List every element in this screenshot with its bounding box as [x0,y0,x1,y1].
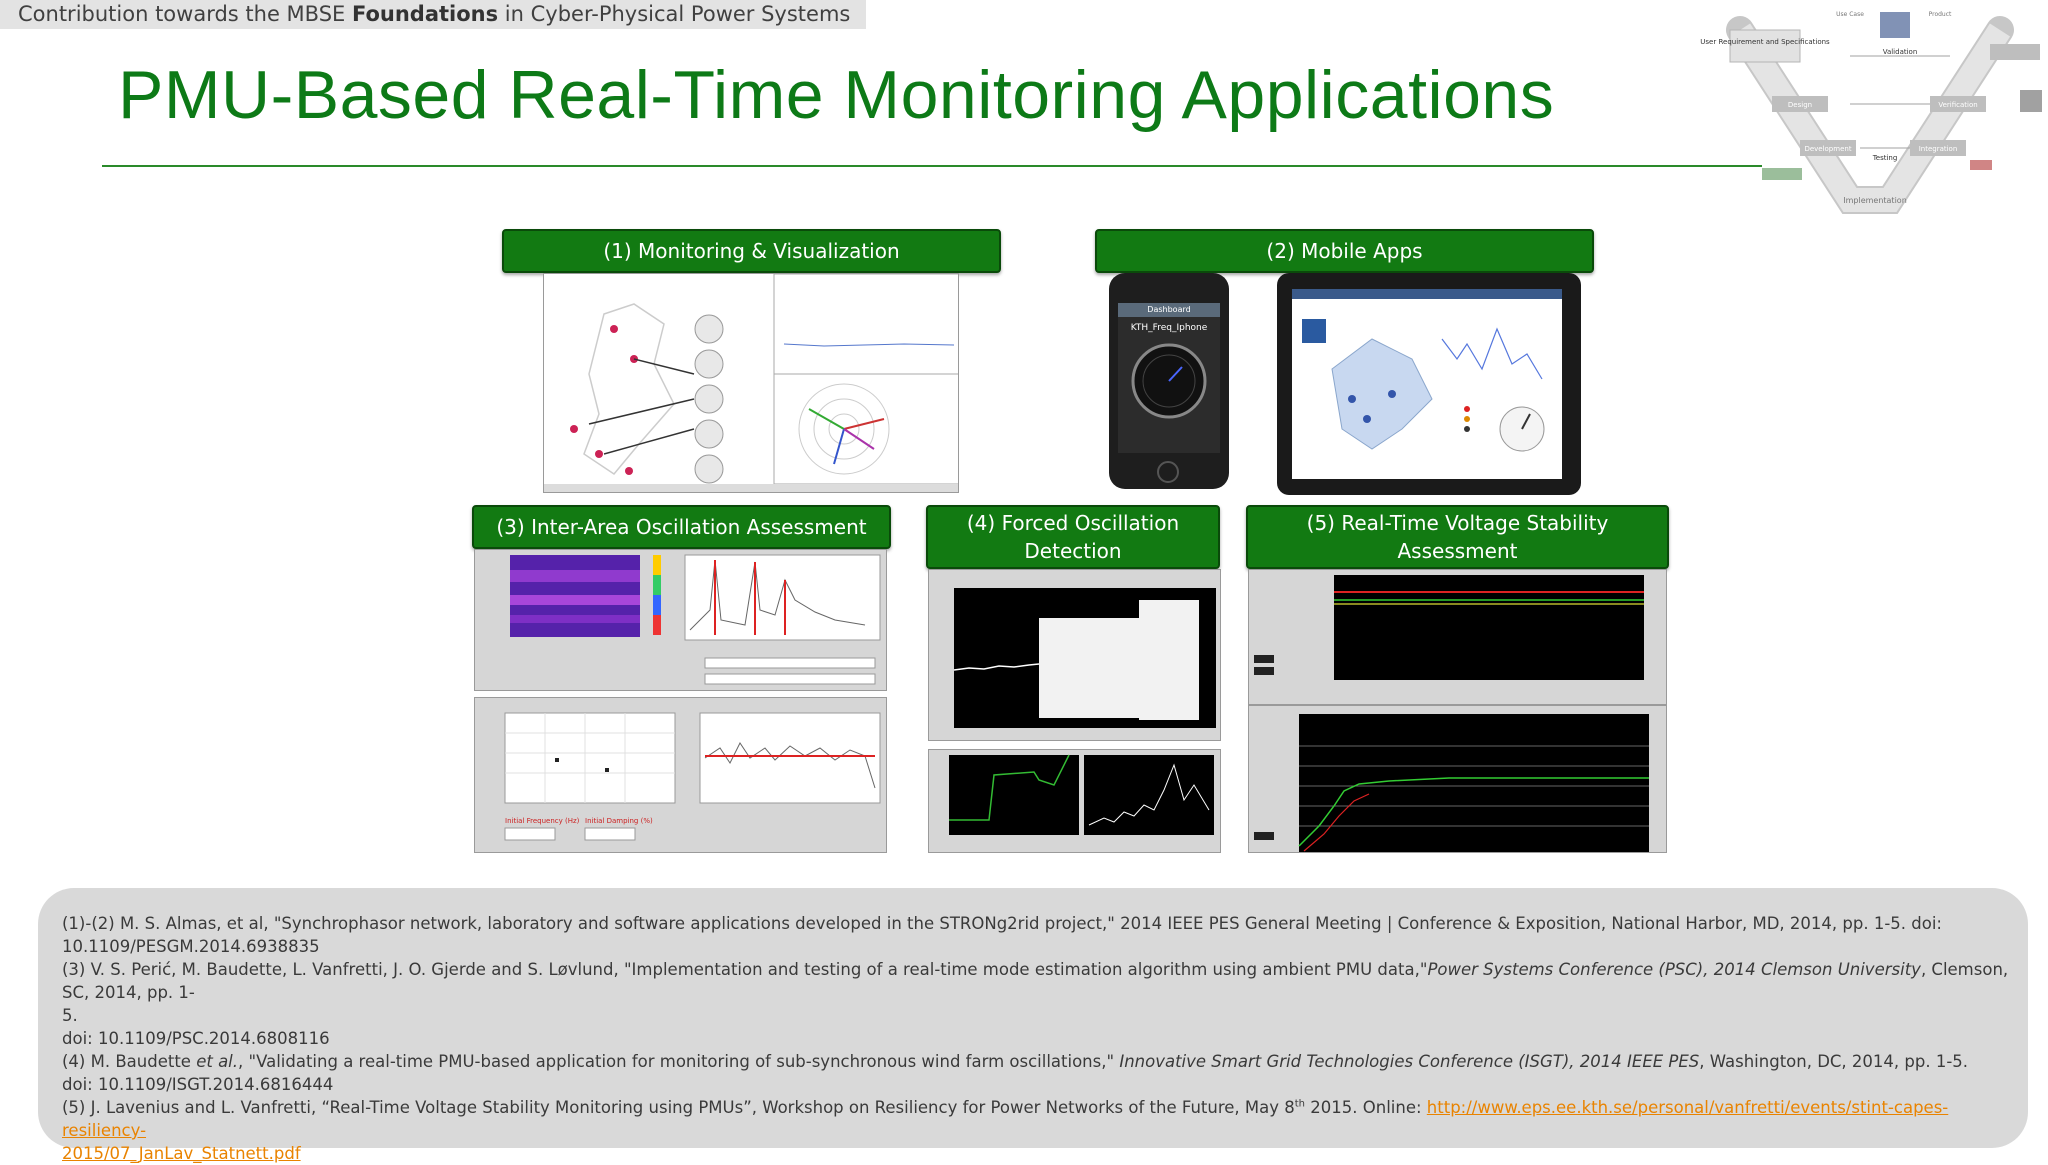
vdiag-label-usecase: Use Case [1836,11,1864,18]
header-text: Contribution towards the MBSE Foundation… [18,2,850,26]
reference-3a-plain: (3) V. S. Perić, M. Baudette, L. Vanfret… [62,960,1428,979]
reference-3a-end: , Clemson, SC, 2014, pp. 1- [62,960,2009,1002]
vdiag-label-design: Design [1788,101,1812,109]
iphone-screen: Dashboard KTH_Freq_Iphone [1118,303,1220,453]
reference-4a: (4) M. Baudette et al., "Validating a re… [62,1050,2022,1073]
reference-4b: doi: 10.1109/ISGT.2014.6816444 [62,1075,334,1094]
ipad-app-header [1292,289,1562,299]
ipad-screen [1292,289,1562,479]
panel-label-forced-line1: (4) Forced Oscillation [966,511,1180,535]
ipad-image [1277,273,1581,495]
voltage-screenshot-bottom [1248,705,1667,853]
forced-screenshot-bottom [928,749,1221,853]
svg-text:Initial Damping (%): Initial Damping (%) [585,817,653,825]
reference-5a: (5) J. Lavenius and L. Vanfretti, “Real-… [62,1096,2022,1142]
reference-1b: 10.1109/PESGM.2014.6938835 [62,937,320,956]
reference-3a-italic: Power Systems Conference (PSC), 2014 Cle… [1427,960,1921,979]
reference-5-sup: th [1294,1098,1306,1110]
interarea-screenshot-bottom: Initial Frequency (Hz) Initial Damping (… [474,697,887,853]
panel-label-interarea-text: (3) Inter-Area Oscillation Assessment [496,515,867,539]
panel-label-mobile: (2) Mobile Apps [1095,229,1594,273]
panel-label-mobile-text: (2) Mobile Apps [1266,239,1423,263]
svg-text:Initial Frequency (Hz): Initial Frequency (Hz) [505,817,580,825]
vdiag-label-implementation: Implementation [1843,196,1907,205]
monitoring-visual [544,274,958,492]
reference-4a-end: , Washington, DC, 2014, pp. 1-5. [1699,1052,1969,1071]
vdiag-label-development: Development [1804,145,1851,153]
vdiag-label-user-req: User Requirement and Specifications [1700,38,1830,46]
page-title: PMU-Based Real-Time Monitoring Applicati… [118,57,1555,133]
reference-4a-italic2: Innovative Smart Grid Technologies Confe… [1119,1052,1700,1071]
title-divider [102,165,1762,167]
vdiag-label-validation: Validation [1883,48,1918,56]
forced-visual-top [953,588,1216,728]
interarea-screenshot-top [474,549,887,691]
vdiag-label-verification: Verification [1938,101,1977,109]
panel-label-voltage-line1: (5) Real-Time Voltage Stability [1306,511,1609,535]
header-suffix: in Cyber-Physical Power Systems [498,2,851,26]
iphone-app-title: KTH_Freq_Iphone [1130,323,1208,333]
reference-5b-text: 2015. Online: [1305,1098,1427,1117]
reference-5a-text: (5) J. Lavenius and L. Vanfretti, “Real-… [62,1098,1295,1117]
voltage-visual-top [1254,575,1644,680]
interarea-visual-bottom: Initial Frequency (Hz) Initial Damping (… [504,712,881,841]
panel-label-monitoring-text: (1) Monitoring & Visualization [603,239,900,263]
panel-label-forced-line2: Detection [1024,539,1122,563]
voltage-visual-bottom [1254,714,1649,852]
panel-label-voltage-line2: Assessment [1397,539,1518,563]
iphone-home-button [1157,461,1179,483]
interarea-visual-top [510,554,881,685]
monitoring-screenshot [543,273,959,493]
forced-visual-bottom [949,754,1214,835]
ipad-map-visual [1292,299,1562,479]
header-bold: Foundations [351,2,499,26]
reference-4a-plain: (4) M. Baudette [62,1052,197,1071]
panel-label-interarea: (3) Inter-Area Oscillation Assessment [472,505,891,549]
iphone-image: Dashboard KTH_Freq_Iphone [1109,273,1229,489]
voltage-screenshot-top [1248,569,1667,705]
references-panel [38,888,2028,1148]
header-bar: Contribution towards the MBSE Foundation… [0,0,866,29]
reference-4a-mid: , "Validating a real-time PMU-based appl… [238,1052,1120,1071]
header-prefix: Contribution towards the MBSE [18,2,352,26]
iphone-gauge [1131,343,1207,419]
iphone-app-header: Dashboard [1118,303,1220,317]
reference-5-link-part1[interactable]: http://www.eps.ee.kth.se/personal/vanfre… [62,1098,1949,1140]
vdiag-label-testing: Testing [1872,154,1898,162]
vdiag-label-integration: Integration [1919,145,1958,153]
reference-5-link-part2[interactable]: 2015/07_JanLav_Statnett.pdf [62,1144,301,1163]
reference-4a-italic1: et al. [196,1052,239,1071]
reference-1a: (1)-(2) M. S. Almas, et al, "Synchrophas… [62,914,1942,933]
panel-label-monitoring: (1) Monitoring & Visualization [502,229,1001,273]
references-text: (1)-(2) M. S. Almas, et al, "Synchrophas… [62,912,2022,1165]
reference-3b: 5. [62,1006,78,1025]
vdiag-label-product: Product [1929,11,1952,18]
forced-screenshot-top [928,569,1221,741]
reference-3c: doi: 10.1109/PSC.2014.6808116 [62,1029,330,1048]
reference-3a: (3) V. S. Perić, M. Baudette, L. Vanfret… [62,958,2022,1004]
reference-5b: 2015/07_JanLav_Statnett.pdf [62,1142,2022,1165]
v-diagram-image: User Requirement and Specifications Desi… [1700,0,2048,215]
